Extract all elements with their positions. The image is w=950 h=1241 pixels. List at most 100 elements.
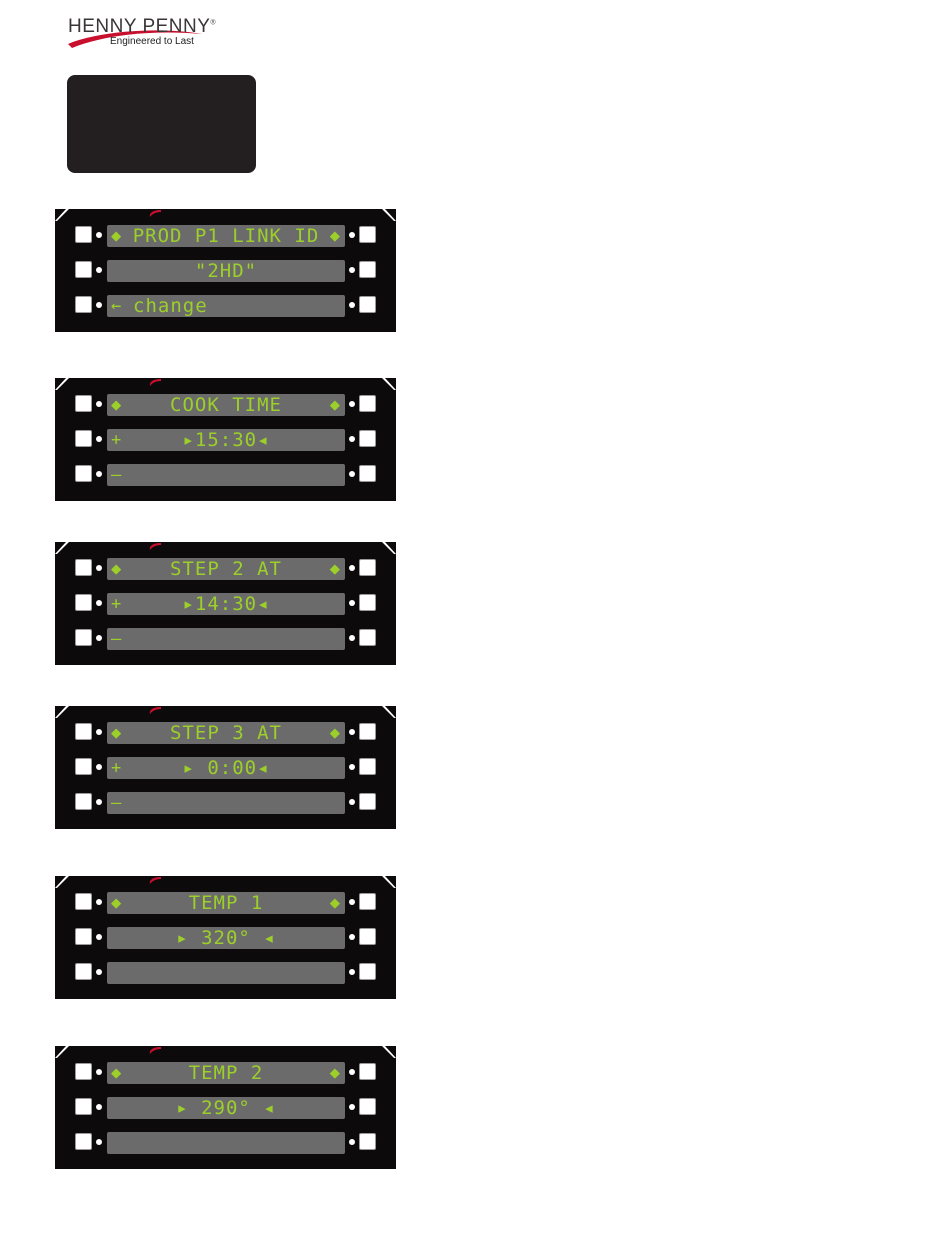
corner-mark-icon [382,706,396,718]
indicator-led [349,436,355,442]
lcd-line [107,962,345,984]
left-arrow-icon: — [111,464,122,486]
indicator-led [96,436,102,442]
lcd-line: ▸ 320° ◂ [107,927,345,949]
corner-mark-icon [382,542,396,554]
indicator-led [96,729,102,735]
lcd-text: change [133,295,345,317]
right-softkey-button[interactable] [359,893,376,910]
right-arrow-icon: ◆ [330,892,341,914]
indicator-led [349,471,355,477]
lcd-line: — [107,628,345,650]
right-arrow-icon: ◆ [330,558,341,580]
indicator-led [349,600,355,606]
left-softkey-button[interactable] [75,1133,92,1150]
lcd-line: — [107,792,345,814]
lcd-line: ▸ 290° ◂ [107,1097,345,1119]
indicator-led [349,267,355,273]
lcd-text: STEP 2 AT [107,558,345,580]
display-row [55,962,396,985]
left-softkey-button[interactable] [75,594,92,611]
lcd-text: ▸ 290° ◂ [107,1097,345,1119]
lcd-text: ▸14:30◂ [107,593,345,615]
right-softkey-button[interactable] [359,1098,376,1115]
right-softkey-button[interactable] [359,793,376,810]
control-panel: ◆COOK TIME◆ +▸15:30◂ — [55,378,396,501]
left-softkey-button[interactable] [75,465,92,482]
lcd-text: ▸15:30◂ [107,429,345,451]
display-row: ◆STEP 3 AT◆ [55,722,396,745]
left-softkey-button[interactable] [75,893,92,910]
right-softkey-button[interactable] [359,226,376,243]
left-softkey-button[interactable] [75,723,92,740]
right-arrow-icon: ◆ [330,225,341,247]
indicator-led [349,565,355,571]
right-softkey-button[interactable] [359,1133,376,1150]
brand-swoosh-icon [147,706,163,716]
right-softkey-button[interactable] [359,559,376,576]
left-softkey-button[interactable] [75,1098,92,1115]
lcd-line: ◆COOK TIME◆ [107,394,345,416]
display-row: ◆TEMP 2◆ [55,1062,396,1085]
right-softkey-button[interactable] [359,395,376,412]
left-softkey-button[interactable] [75,1063,92,1080]
left-softkey-button[interactable] [75,226,92,243]
indicator-led [96,934,102,940]
henny-penny-logo: HENNY PENNY® Engineered to Last [66,14,226,54]
lcd-line: +▸ 0:00◂ [107,757,345,779]
display-row: "2HD" [55,260,396,283]
display-row: +▸15:30◂ [55,429,396,452]
right-softkey-button[interactable] [359,629,376,646]
left-softkey-button[interactable] [75,928,92,945]
right-softkey-button[interactable] [359,594,376,611]
left-softkey-button[interactable] [75,963,92,980]
right-softkey-button[interactable] [359,430,376,447]
brand-swoosh-icon [147,378,163,388]
right-softkey-button[interactable] [359,963,376,980]
right-softkey-button[interactable] [359,465,376,482]
left-softkey-button[interactable] [75,261,92,278]
display-row: ◆TEMP 1◆ [55,892,396,915]
indicator-led [349,401,355,407]
lcd-line: +▸15:30◂ [107,429,345,451]
corner-mark-icon [55,1046,69,1058]
left-arrow-icon: ← [111,295,122,317]
lcd-text: TEMP 2 [107,1062,345,1084]
display-row: — [55,464,396,487]
right-softkey-button[interactable] [359,758,376,775]
indicator-led [96,1139,102,1145]
corner-mark-icon [55,378,69,390]
corner-mark-icon [55,876,69,888]
right-softkey-button[interactable] [359,296,376,313]
control-panel: ◆TEMP 1◆ ▸ 320° ◂ [55,876,396,999]
corner-mark-icon [55,706,69,718]
indicator-led [349,934,355,940]
indicator-led [349,764,355,770]
display-row: ◆COOK TIME◆ [55,394,396,417]
right-softkey-button[interactable] [359,1063,376,1080]
left-softkey-button[interactable] [75,629,92,646]
indicator-led [349,1104,355,1110]
brand-tagline: Engineered to Last [110,36,194,47]
right-softkey-button[interactable] [359,261,376,278]
left-softkey-button[interactable] [75,559,92,576]
left-softkey-button[interactable] [75,793,92,810]
right-arrow-icon: ◆ [330,394,341,416]
right-softkey-button[interactable] [359,723,376,740]
right-softkey-button[interactable] [359,928,376,945]
left-softkey-button[interactable] [75,296,92,313]
lcd-line: — [107,464,345,486]
lcd-line: ◆TEMP 2◆ [107,1062,345,1084]
display-row: — [55,792,396,815]
left-softkey-button[interactable] [75,395,92,412]
brand-swoosh-icon [147,1046,163,1056]
indicator-led [96,899,102,905]
indicator-led [96,635,102,641]
control-panel: ◆PROD P1 LINK ID◆"2HD"←change [55,209,396,332]
left-softkey-button[interactable] [75,758,92,775]
indicator-led [96,302,102,308]
brand-swoosh-icon [147,876,163,886]
lcd-text: COOK TIME [107,394,345,416]
blank-display [67,75,256,173]
left-softkey-button[interactable] [75,430,92,447]
